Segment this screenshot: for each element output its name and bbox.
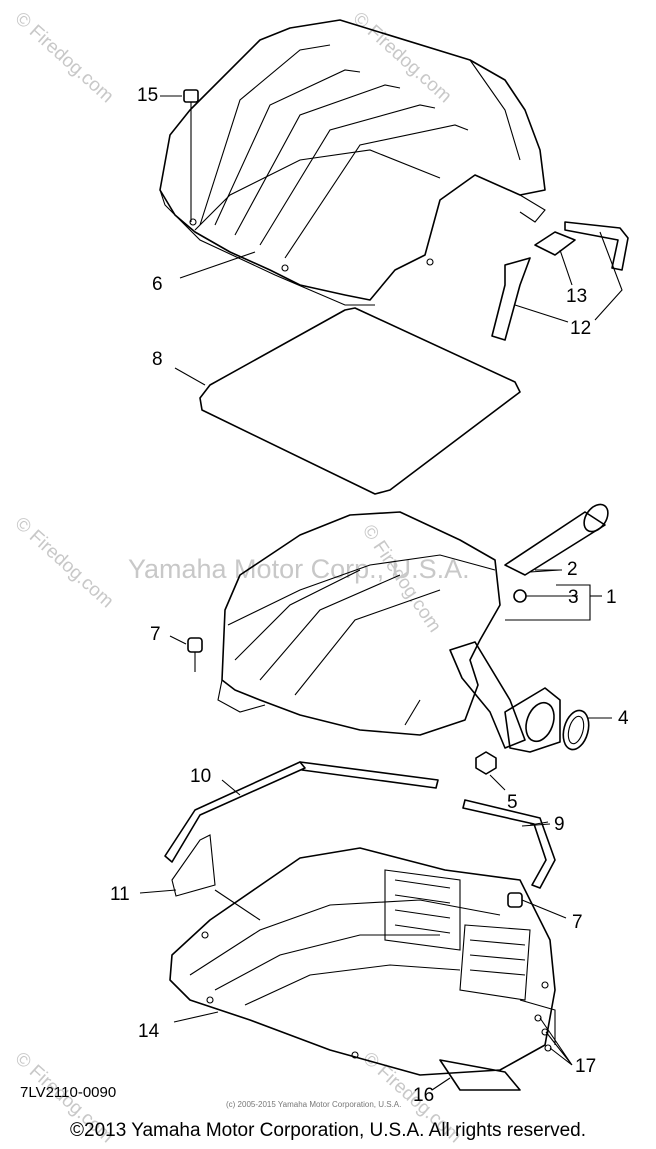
callout-16: 16 (413, 1085, 434, 1106)
part-duct-2 (504, 503, 609, 576)
part-screw-7-lower (507, 892, 567, 919)
part-ring-4 (562, 709, 612, 751)
part-intake-tube (449, 641, 561, 753)
callout-4: 4 (618, 708, 629, 729)
part-fasteners-17 (534, 1014, 573, 1066)
watermark-brand-1: © Firedog.com (11, 8, 118, 107)
callout-13: 13 (566, 286, 587, 307)
part-case-lower-14 (169, 847, 556, 1076)
part-screw-15 (160, 89, 199, 222)
callout-17: 17 (575, 1056, 596, 1077)
callout-10: 10 (190, 766, 211, 787)
part-nut-5 (475, 751, 506, 791)
callout-6: 6 (152, 274, 163, 295)
part-bracket-16 (431, 1059, 521, 1091)
small-copyright: (c) 2005-2015 Yamaha Motor Corporation, … (226, 1100, 402, 1109)
callout-9: 9 (554, 814, 565, 835)
part-case-1 (217, 511, 501, 736)
part-gasket-9 (462, 799, 556, 889)
part-gasket-11 (171, 834, 261, 921)
callout-12: 12 (570, 318, 591, 339)
part-strip-12 (491, 257, 569, 341)
watermark-brand-3: © Firedog.com (11, 513, 118, 612)
callout-2: 2 (567, 559, 578, 580)
callout-1: 1 (606, 587, 617, 608)
callout-7-upper: 7 (150, 624, 161, 645)
callouts: 15 6 13 12 8 2 3 1 7 4 5 10 9 11 7 14 17… (110, 85, 629, 1106)
leader-lines (139, 251, 602, 1023)
callout-3: 3 (568, 587, 579, 608)
callout-8: 8 (152, 349, 163, 370)
part-screw-7-upper (169, 635, 203, 672)
part-cover-upper (159, 19, 546, 306)
callout-14: 14 (138, 1021, 160, 1042)
part-filter-8 (174, 307, 521, 495)
callout-11: 11 (110, 884, 130, 905)
callout-7-lower: 7 (572, 912, 583, 933)
part-code-label: 7LV2110-0090 (20, 1084, 117, 1101)
callout-5: 5 (507, 792, 518, 813)
part-gasket-10 (164, 761, 439, 863)
part-screw-3 (513, 589, 560, 603)
footer-copyright: ©2013 Yamaha Motor Corporation, U.S.A. A… (70, 1120, 586, 1141)
callout-15: 15 (137, 85, 158, 106)
part-pad-13 (534, 221, 629, 321)
